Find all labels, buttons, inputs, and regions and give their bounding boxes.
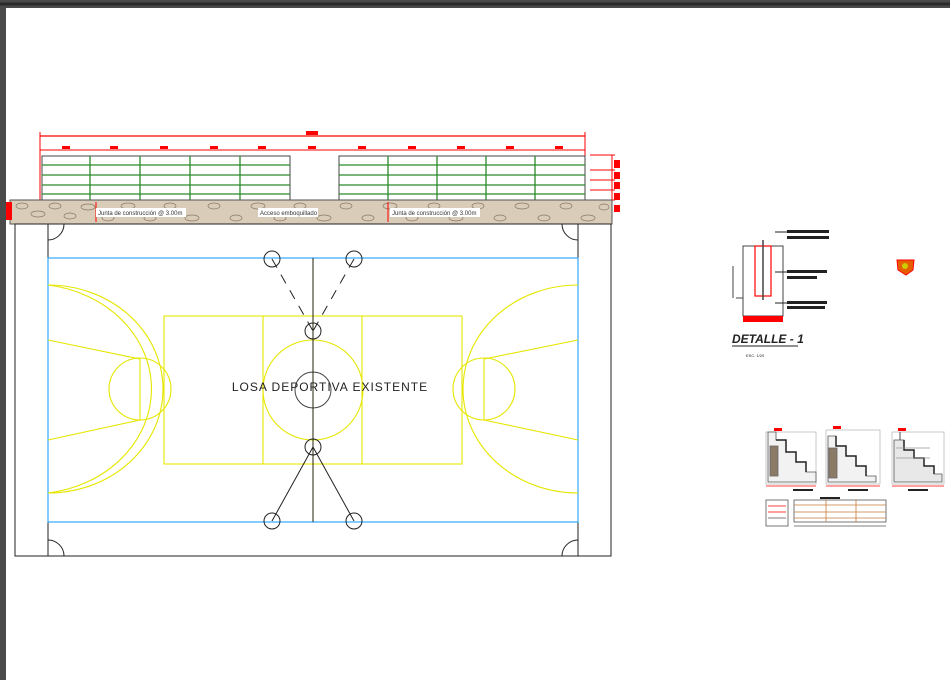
stair-section-1	[765, 428, 817, 491]
stair-section-3	[891, 428, 945, 491]
posts-top	[263, 250, 363, 340]
access-label-bg	[258, 208, 318, 217]
elevation-view: Junta de construcción @ 3.00m Acceso emb…	[6, 131, 620, 225]
posts-bottom	[263, 438, 363, 530]
court-plan: LOSA DEPORTIVA EXISTENTE	[14, 223, 612, 557]
segment-dimension-marks	[62, 146, 563, 149]
railing-detail	[765, 497, 887, 527]
joint-label-bg-right	[390, 208, 480, 217]
joint-label-left: Junta de construcción @ 3.00m	[98, 211, 182, 217]
joint-label-bg-left	[96, 208, 186, 217]
detail-1: DETALLE - 1 ESC. 1/20	[732, 230, 829, 358]
detail-title: DETALLE - 1	[732, 332, 804, 346]
corner-arc-tr	[561, 223, 579, 241]
corner-arc-bl	[47, 539, 65, 557]
access-label: Acceso emboquillado	[260, 211, 318, 217]
detail-callouts	[775, 230, 829, 309]
railing-right	[338, 155, 586, 201]
joint-label-right: Junta de construcción @ 3.00m	[392, 211, 476, 217]
detail-scale: ESC. 1/20	[746, 353, 765, 358]
logo-icon	[896, 259, 915, 276]
corner-arc-br	[561, 539, 579, 557]
corner-arc-tl	[47, 223, 65, 241]
detail-base	[743, 316, 783, 322]
court-label: LOSA DEPORTIVA EXISTENTE	[232, 380, 428, 394]
wall-left-marker	[6, 202, 12, 220]
dimension-text-top	[306, 131, 318, 135]
stair-section-2	[825, 426, 881, 491]
